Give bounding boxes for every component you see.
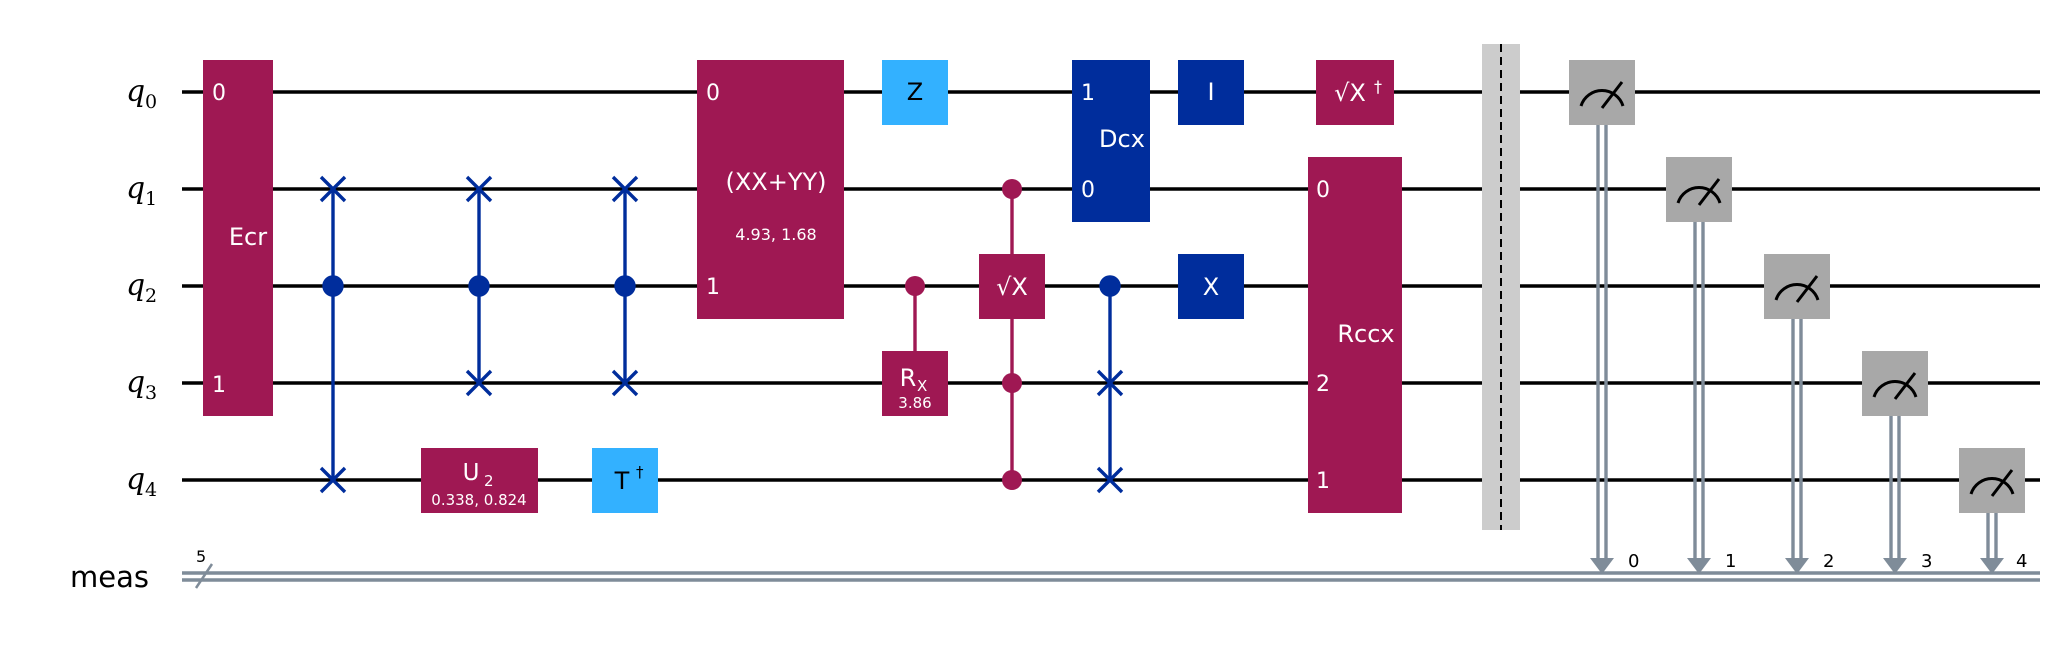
- classical-wire: 5: [182, 547, 2040, 589]
- svg-text:I: I: [1207, 78, 1214, 106]
- svg-text:Ecr: Ecr: [229, 223, 267, 251]
- svg-text:0: 0: [212, 81, 226, 106]
- measure-bit-label-4: 4: [2016, 551, 2027, 572]
- svg-text:Z: Z: [907, 78, 923, 106]
- z-gate: Z: [882, 60, 948, 125]
- svg-text:2: 2: [1316, 372, 1330, 397]
- measure-q0: 0: [1569, 60, 1639, 574]
- crx-gate: R X 3.86: [882, 276, 948, 416]
- mc-sqrt-x-gate: √X: [979, 179, 1045, 490]
- svg-text:2: 2: [145, 285, 157, 307]
- svg-text:U: U: [463, 460, 480, 486]
- svg-text:T: T: [614, 467, 630, 495]
- svg-text:0.338, 0.824: 0.338, 0.824: [431, 491, 526, 509]
- svg-text:†: †: [1374, 77, 1382, 96]
- qubit-label-q3: q 3: [126, 365, 157, 404]
- cswap-gate-4: [1096, 275, 1124, 494]
- measure-bit-label-2: 2: [1823, 551, 1834, 572]
- ecr-gate: 0 1 Ecr: [203, 60, 273, 416]
- svg-text:X: X: [917, 377, 927, 395]
- svg-text:Dcx: Dcx: [1099, 125, 1145, 153]
- rccx-gate: 0 2 1 Rccx: [1308, 157, 1402, 513]
- svg-text:†: †: [636, 463, 644, 481]
- cswap-gate-3: [611, 175, 639, 397]
- qubit-labels: q 0 q 1 q 2 q 3 q 4 meas: [70, 74, 157, 594]
- register-size-label: 5: [196, 547, 206, 566]
- svg-text:q: q: [126, 74, 145, 109]
- svg-text:1: 1: [1081, 81, 1095, 106]
- measurements: 0 1 2 3: [1569, 60, 2027, 574]
- dcx-gate: 1 0 Dcx: [1072, 60, 1150, 222]
- svg-text:q: q: [126, 365, 145, 400]
- svg-text:0: 0: [706, 81, 720, 106]
- svg-text:√X: √X: [996, 273, 1028, 301]
- cswap-gate-2: [465, 175, 493, 397]
- measure-bit-label-0: 0: [1628, 551, 1639, 572]
- svg-text:1: 1: [212, 373, 226, 398]
- svg-text:√X: √X: [1334, 79, 1366, 107]
- qubit-label-q1: q 1: [126, 171, 157, 210]
- measure-q3: 3: [1862, 351, 1932, 574]
- sxdg-gate: √X †: [1316, 60, 1394, 125]
- svg-text:R: R: [900, 364, 917, 392]
- classical-register-label: meas: [70, 560, 149, 594]
- measure-q4: 4: [1959, 448, 2027, 574]
- svg-text:4: 4: [145, 479, 157, 501]
- svg-text:Rccx: Rccx: [1337, 320, 1394, 348]
- measure-bit-label-1: 1: [1725, 551, 1736, 572]
- barrier: [1482, 44, 1520, 530]
- svg-text:2: 2: [484, 472, 494, 490]
- svg-text:0: 0: [1316, 178, 1330, 203]
- qubit-label-q0: q 0: [126, 74, 157, 113]
- svg-text:3: 3: [145, 382, 157, 404]
- xx-plus-yy-gate: 0 1 (XX+YY) 4.93, 1.68: [697, 60, 844, 319]
- svg-text:q: q: [126, 462, 145, 497]
- tdg-gate: T †: [592, 448, 658, 513]
- measure-q1: 1: [1666, 157, 1736, 574]
- register-size-slash: [194, 563, 214, 589]
- svg-text:1: 1: [145, 188, 157, 210]
- measure-q2: 2: [1764, 254, 1834, 574]
- svg-text:q: q: [126, 268, 145, 303]
- svg-text:3.86: 3.86: [898, 394, 931, 412]
- svg-text:(XX+YY): (XX+YY): [725, 168, 826, 196]
- svg-text:0: 0: [1081, 178, 1095, 203]
- measure-bit-label-3: 3: [1921, 551, 1932, 572]
- svg-text:0: 0: [145, 91, 157, 113]
- u2-gate: U 2 0.338, 0.824: [421, 448, 538, 513]
- svg-text:1: 1: [1316, 469, 1330, 494]
- svg-text:4.93, 1.68: 4.93, 1.68: [735, 225, 816, 244]
- x-gate: X: [1178, 254, 1244, 319]
- qubit-label-q2: q 2: [126, 268, 157, 307]
- svg-text:q: q: [126, 171, 145, 206]
- qubit-label-q4: q 4: [126, 462, 157, 501]
- cswap-gate-1: [319, 175, 347, 494]
- identity-gate: I: [1178, 60, 1244, 125]
- svg-text:1: 1: [706, 275, 720, 300]
- svg-text:X: X: [1203, 273, 1219, 301]
